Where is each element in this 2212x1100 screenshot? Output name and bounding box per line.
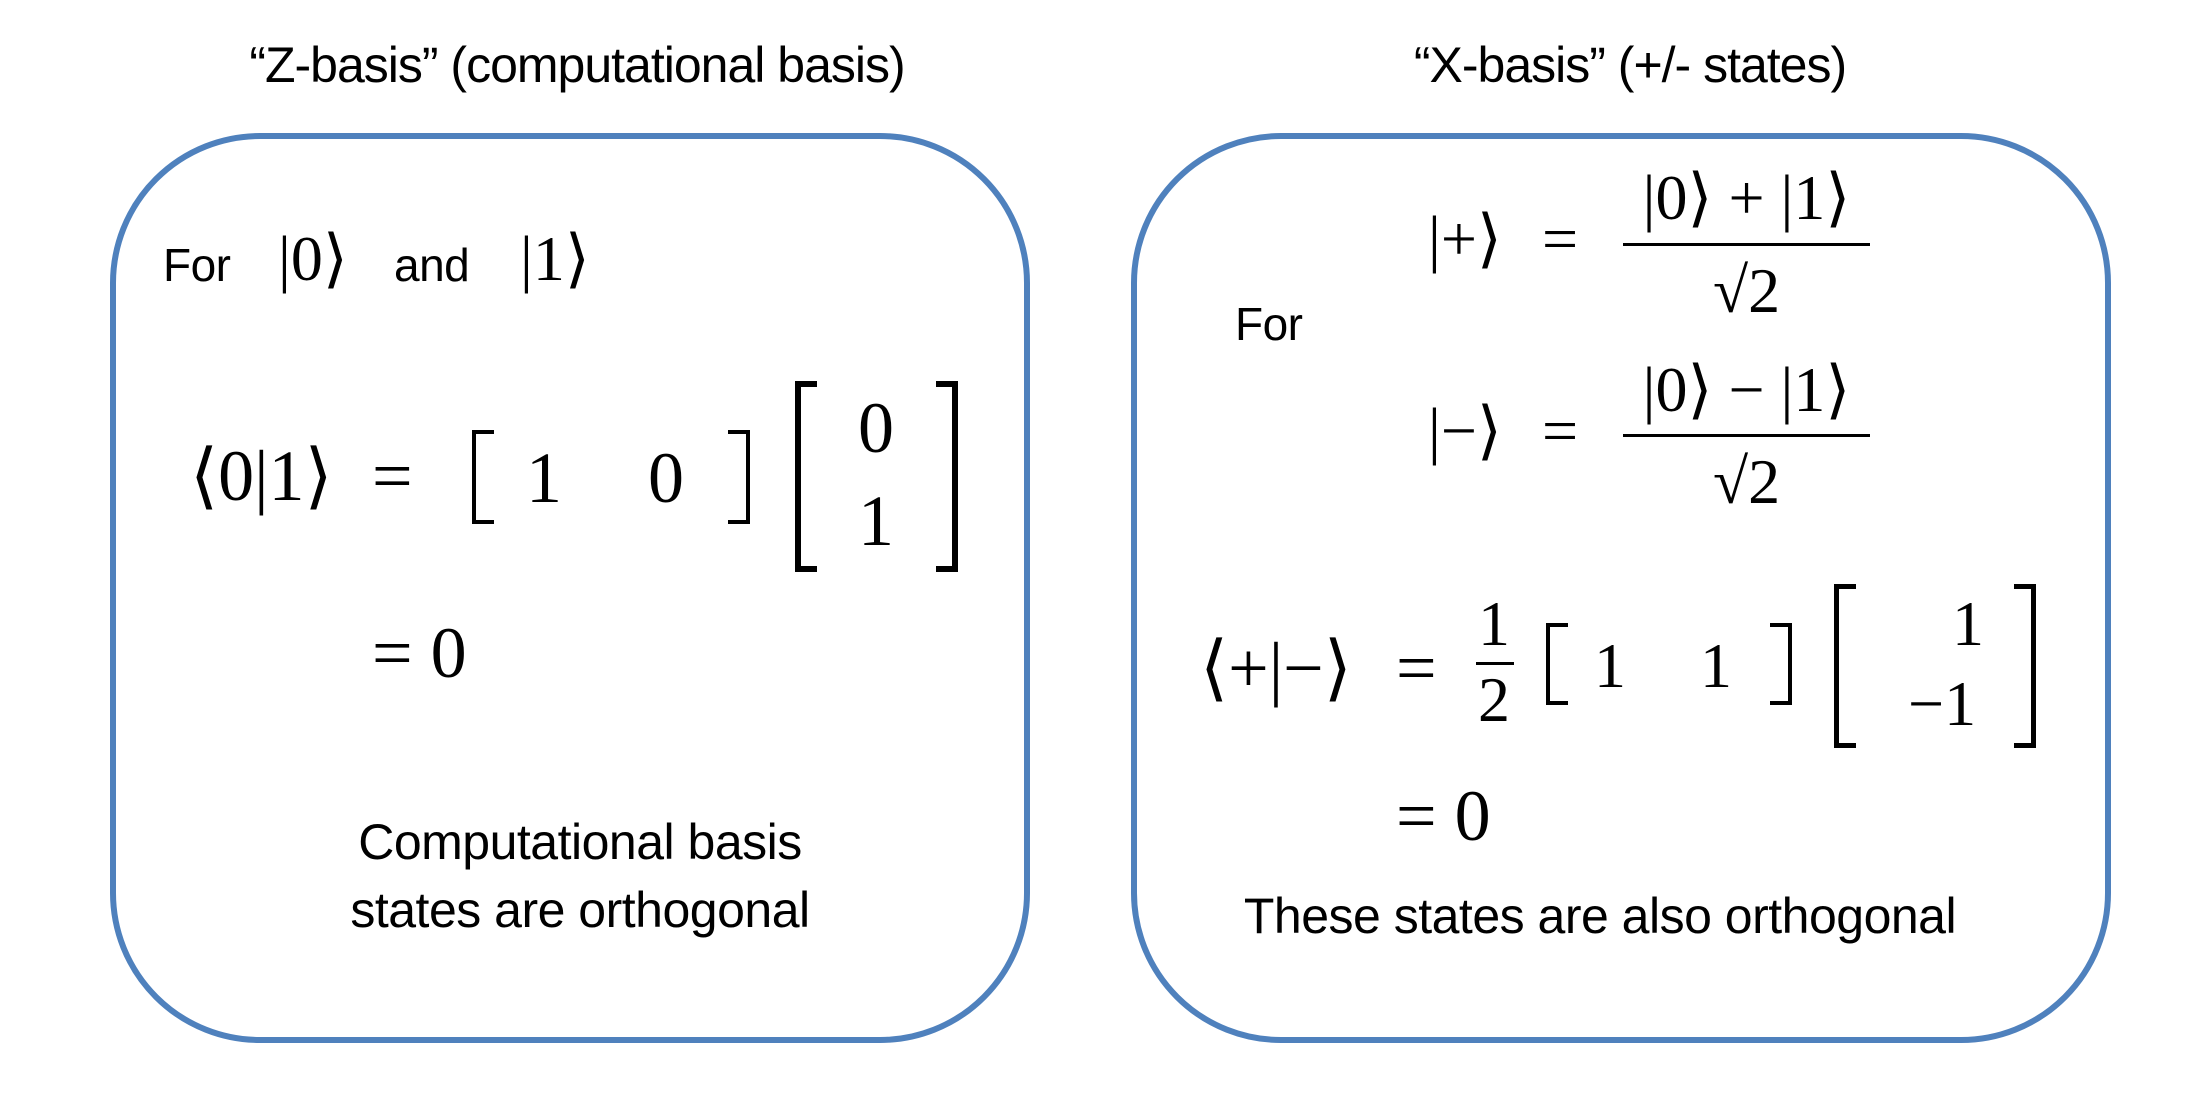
column-vector-right-bracket [2014,584,2036,748]
coefficient-numerator: 1 [1478,588,1510,659]
z-intro-and: and [394,239,470,291]
bra-ket-plus-minus: ⟨+|−⟩ [1200,628,1352,708]
column-vector-left-bracket [1834,584,1856,748]
row-vector-entry: 1 [1594,630,1626,701]
coefficient-fraction-bar [1476,662,1514,665]
minus-fraction-bar [1623,434,1870,437]
column-vector-entry: 1 [1952,588,1984,659]
equals-sign: = [1396,628,1437,708]
column-vector-entry: 0 [858,388,894,468]
column-vector-entry: 1 [858,481,894,561]
ket-0: |0⟩ [278,223,348,294]
ket-1: |1⟩ [520,223,590,294]
result-zero: = 0 [1396,776,1491,856]
row-vector-left-bracket [1546,623,1568,705]
z-intro-for: For [163,239,231,291]
ket-minus: |−⟩ [1428,395,1502,466]
row-vector-right-bracket [728,430,750,524]
z-caption-line-2: states are orthogonal [350,882,810,938]
plus-denominator: √2 [1712,255,1781,326]
row-vector-entry: 1 [1700,630,1732,701]
plus-numerator: |0⟩ + |1⟩ [1642,162,1851,233]
minus-numerator: |0⟩ − |1⟩ [1642,354,1851,425]
result-zero: = 0 [372,613,467,693]
z-basis-title: “Z-basis” (computational basis) [249,37,905,93]
column-vector-entry: −1 [1908,668,1977,739]
equals-sign: = [372,436,413,516]
x-caption: These states are also orthogonal [1243,888,1957,944]
column-vector-right-bracket [936,381,958,572]
minus-denominator: √2 [1712,446,1781,517]
z-caption-line-1: Computational basis [358,814,802,870]
x-basis-panel [1131,133,2111,1043]
x-intro-for: For [1235,298,1303,350]
ket-plus: |+⟩ [1428,203,1502,274]
coefficient-denominator: 2 [1478,664,1510,735]
equals-sign: = [1542,203,1579,274]
x-basis-title: “X-basis” (+/- states) [1413,37,1847,93]
z-caption: Computational basis states are orthogona… [240,808,920,944]
row-vector-entry: 0 [648,438,684,518]
column-vector-left-bracket [795,381,817,572]
row-vector-entry: 1 [526,438,562,518]
row-vector-left-bracket [472,430,494,524]
row-vector-right-bracket [1770,623,1792,705]
z-basis-panel [110,133,1030,1043]
equals-sign: = [1542,395,1579,466]
plus-fraction-bar [1623,243,1870,246]
bra-ket-0-1: ⟨0|1⟩ [190,436,333,516]
